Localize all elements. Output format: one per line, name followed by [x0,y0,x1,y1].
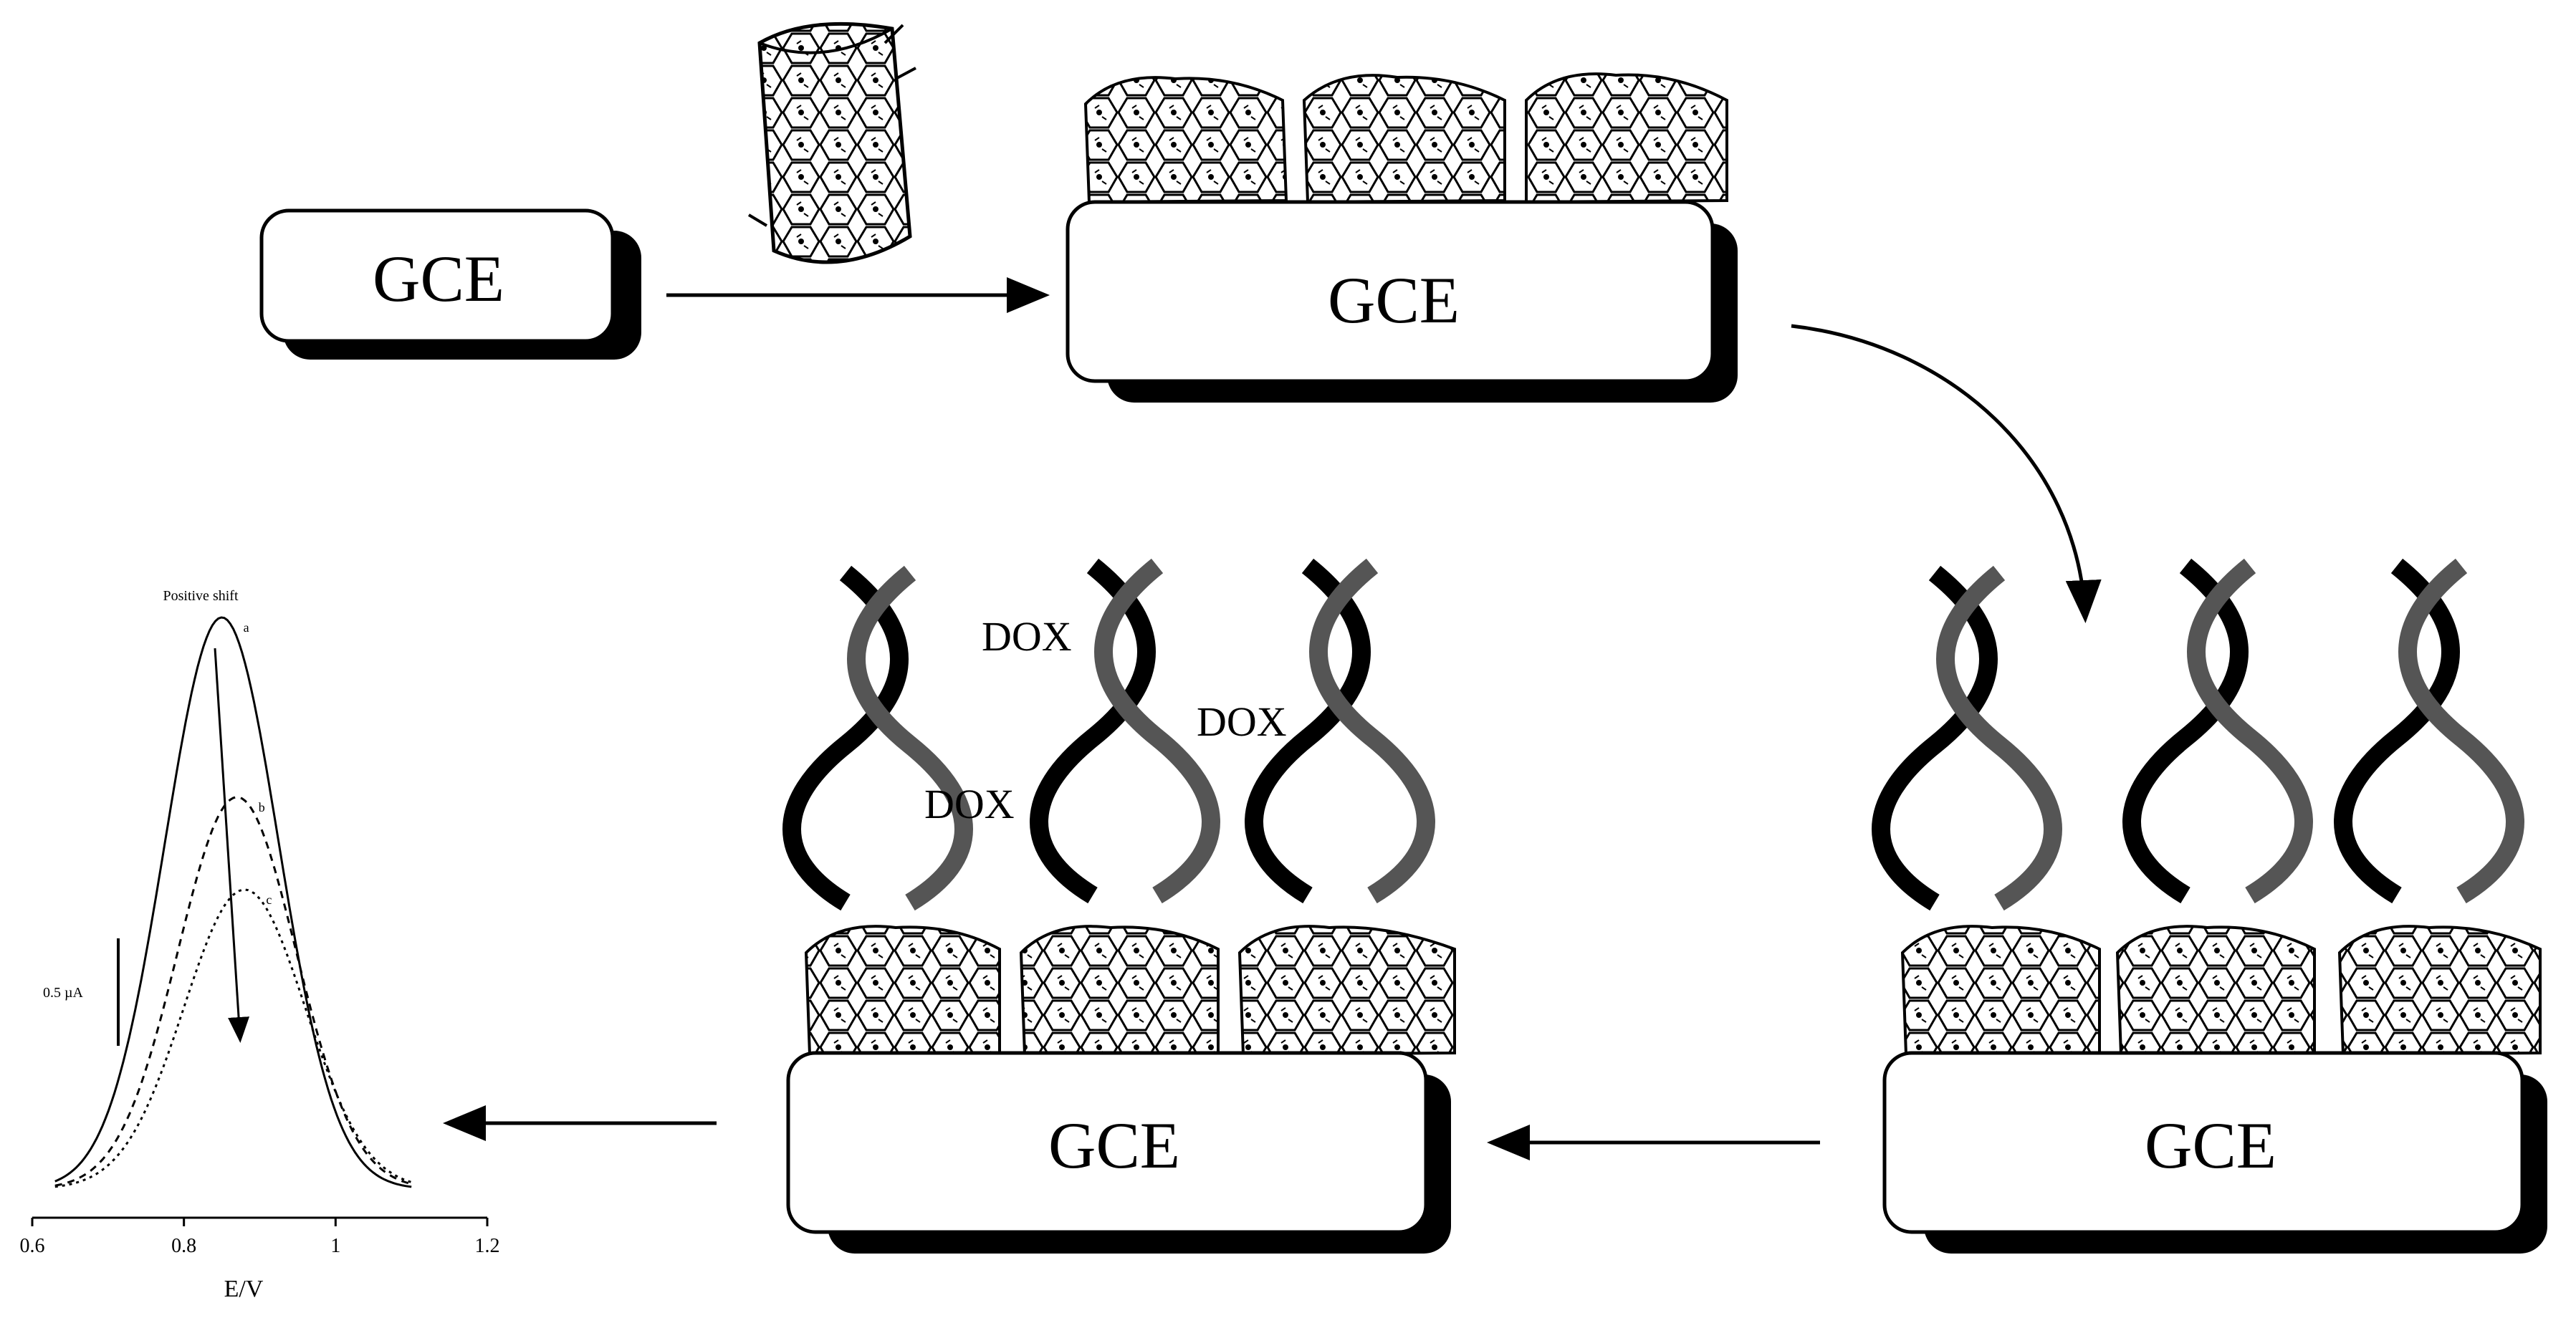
x-tick-label: 1 [330,1235,340,1257]
electrode-body [259,208,615,343]
x-tick-group: 0.6 0.8 1 1.2 [20,1218,500,1257]
curve-group [54,616,412,1188]
plot-annotation: Positive shift [163,588,238,604]
nanotube-layer [804,925,1456,1057]
electrode-body [1882,1051,2524,1234]
dna-helix-icon [2122,558,2313,904]
curve-letter-group: a b c [244,620,272,907]
x-tick-label: 0.8 [171,1235,196,1257]
carbon-nanotube-icon [747,21,916,264]
electrode-dna-cnt-gce: GCE [1872,558,2547,1254]
electrode-cnt-gce: GCE [1066,72,1738,403]
electrode-body [786,1051,1428,1234]
dna-helix-icon [2334,558,2524,904]
dna-helix-icon [782,565,973,911]
dox-label: DOX [1197,698,1287,745]
dpv-plot: Positive shift a b c 0.5 µA 0.6 0.8 1 1.2 E/V [20,588,500,1302]
nanotube-layer [1900,925,2542,1057]
scale-bar-label: 0.5 µA [43,985,84,1001]
electrode-label: GCE [1048,1109,1180,1182]
nanotube-layer [1083,72,1728,204]
dna-strands [1872,558,2524,911]
curve-b [54,796,412,1187]
curve-a [54,616,412,1188]
dox-label: DOX [924,781,1015,827]
electrode-bare-gce: GCE [259,208,641,360]
electrode-label: GCE [2145,1109,2276,1182]
x-tick-label: 1.2 [475,1235,500,1257]
curve-c [54,888,412,1188]
dna-helix-icon [1245,558,1435,904]
electrode-label: GCE [1328,264,1460,337]
x-tick-label: 0.6 [20,1235,45,1257]
electrode-body [1066,200,1715,383]
curve-letter: b [259,800,265,814]
x-axis-label: E/V [224,1276,264,1302]
dna-helix-icon [1030,558,1220,904]
curve-letter: c [266,893,272,907]
curve-letter: a [244,620,249,635]
electrode-label: GCE [373,242,504,315]
electrode-dox-dna-cnt-gce: DOX DOX DOX GCE [782,558,1456,1254]
dna-strands [782,558,1435,911]
arrow-step-2 [1791,324,2102,623]
dox-label: DOX [982,613,1072,660]
dna-helix-icon [1872,565,2062,911]
shift-arrow [214,648,250,1043]
